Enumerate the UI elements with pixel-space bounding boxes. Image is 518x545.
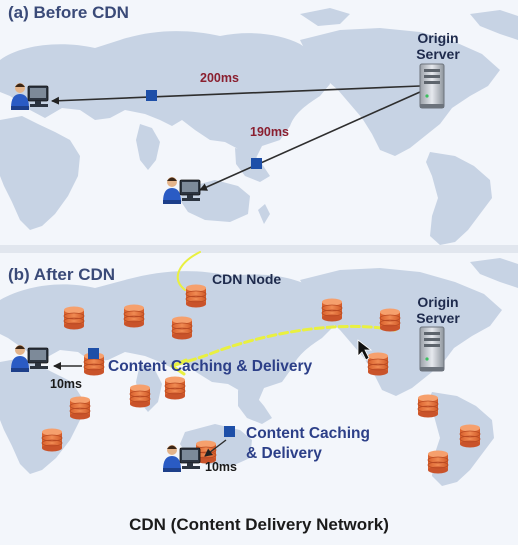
- database-cylinder-icon: [171, 316, 193, 340]
- panel-before: (a) Before CDN 200ms 190ms Origin Server: [0, 0, 518, 245]
- footer-bar: [0, 508, 518, 540]
- caching-label-bottom-line2: & Delivery: [246, 445, 322, 462]
- caching-label-left: Content Caching & Delivery: [108, 358, 312, 375]
- database-cylinder-icon: [427, 450, 449, 474]
- database-cylinder-icon: [123, 304, 145, 328]
- origin-label-line1: Origin: [417, 30, 458, 46]
- database-cylinder-icon: [129, 384, 151, 408]
- footer-caption: CDN (Content Delivery Network): [129, 515, 389, 534]
- origin-server-icon: [419, 326, 445, 372]
- path-cdn-to-user-australia: [204, 439, 227, 457]
- path-origin-to-user-australia: [199, 91, 421, 191]
- packet-square-icon: [224, 426, 235, 437]
- database-cylinder-icon: [41, 428, 63, 452]
- latency-label-bottom: 10ms: [205, 460, 237, 474]
- packet-square-icon: [146, 90, 157, 101]
- world-map-top: [0, 8, 518, 245]
- cdn-node-label: CDN Node: [212, 271, 281, 287]
- latency-label-top: 200ms: [200, 71, 239, 85]
- database-cylinder-icon: [321, 298, 343, 322]
- highlight-stroke: [176, 251, 201, 291]
- database-cylinder-icon: [164, 376, 186, 400]
- origin-server-icon: [419, 63, 445, 109]
- origin-label-line1: Origin: [417, 294, 458, 310]
- database-cylinder-icon: [417, 394, 439, 418]
- origin-label-line2: Server: [416, 46, 460, 62]
- packet-square-icon: [251, 158, 262, 169]
- database-cylinder-icon: [69, 396, 91, 420]
- origin-label-line2: Server: [416, 310, 460, 326]
- path-origin-to-user-europe: [51, 85, 421, 105]
- caching-label-bottom-line1: Content Caching: [246, 425, 370, 442]
- mouse-cursor-icon: [357, 339, 373, 361]
- database-cylinder-icon: [185, 284, 207, 308]
- database-cylinder-icon: [63, 306, 85, 330]
- highlight-stroke: [170, 358, 188, 376]
- panel-divider: [0, 245, 518, 253]
- highlight-stroke: [170, 324, 397, 368]
- latency-label-left: 10ms: [50, 377, 82, 391]
- database-cylinder-icon: [459, 424, 481, 448]
- database-cylinder-icon: [379, 308, 401, 332]
- packet-square-icon: [88, 348, 99, 359]
- world-map-bottom: [0, 258, 518, 486]
- panel-after: (b) After CDN CDN Node Origin Server: [0, 251, 518, 508]
- latency-label-bottom: 190ms: [250, 125, 289, 139]
- database-cylinder-icon: [367, 352, 389, 376]
- panel-title-before: (a) Before CDN: [8, 3, 129, 22]
- panel-title-after: (b) After CDN: [8, 265, 115, 284]
